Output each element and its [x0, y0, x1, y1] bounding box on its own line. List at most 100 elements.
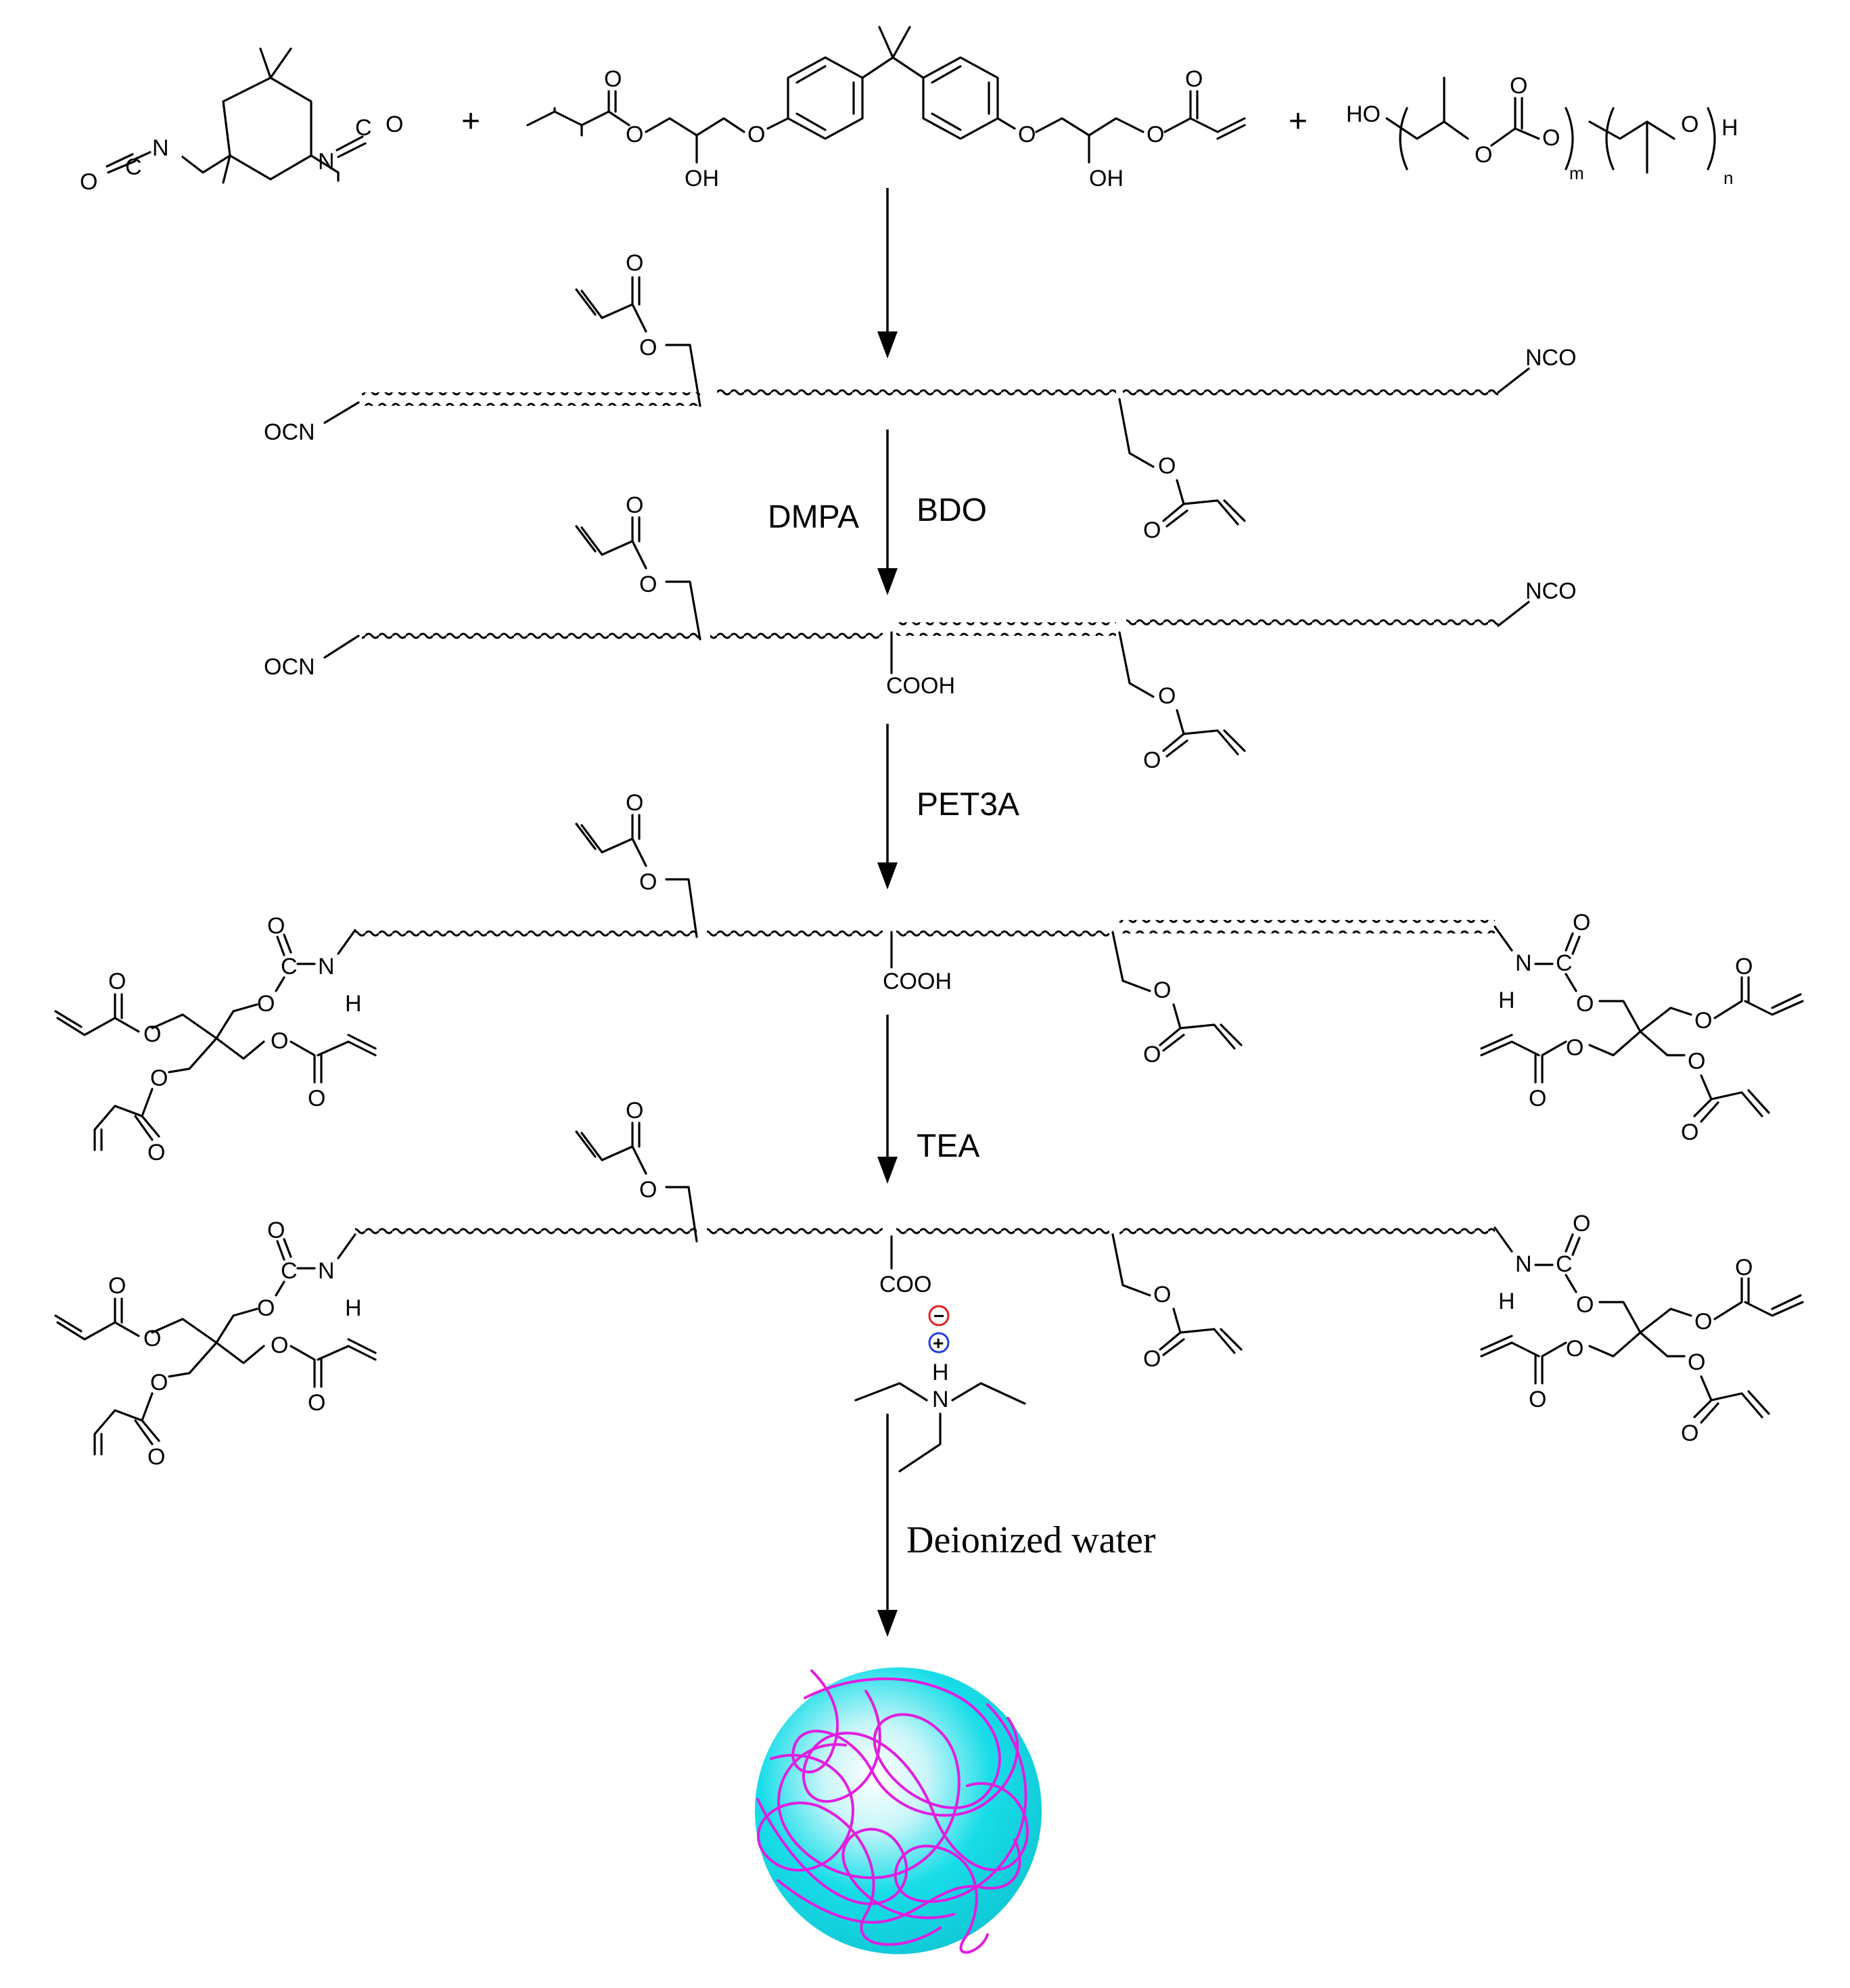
cation-charge-icon	[928, 1332, 950, 1354]
p4-right-o-b-carbonyl: O	[1681, 1420, 1698, 1446]
p4-right-n: N	[1515, 1251, 1532, 1277]
plus-sign-2: +	[1289, 103, 1308, 139]
tea-h: H	[932, 1360, 949, 1385]
p3-left-o-c-carbonyl: O	[308, 1086, 325, 1111]
p2-o-ester-left: O	[639, 572, 657, 597]
p4-right-o-a-carbonyl: O	[1735, 1255, 1753, 1280]
p4-o-ester-right: O	[1153, 1282, 1171, 1308]
ipdi-c2: C	[355, 115, 372, 141]
ea-o-ether-right: O	[1018, 122, 1036, 147]
prepolymer-1: OCN O O O O NCO	[264, 250, 1577, 543]
reagent-tea: TEA	[917, 1128, 979, 1164]
p2-o-carbonyl-right: O	[1143, 747, 1161, 773]
p4-right-o-b: O	[1688, 1349, 1705, 1375]
p4-right-h: H	[1498, 1289, 1515, 1314]
prepolymer-3: O O COOH O O N H C O O O O O O O O	[54, 790, 1804, 1165]
cation-charge-symbol: +	[933, 1333, 944, 1354]
reaction-arrows	[877, 188, 898, 1637]
reagent-dmpa: DMPA	[768, 499, 859, 535]
p3-o-carbonyl-left: O	[626, 790, 643, 816]
tea-n: N	[932, 1387, 949, 1412]
ea-o-ester-right: O	[1147, 122, 1164, 147]
reactant-polycarbonate-diol: HO O O O m O H n	[1346, 73, 1738, 188]
prepolymer-2: OCN O O COOH O O NCO	[264, 492, 1577, 773]
p4-left-o: O	[257, 1295, 275, 1321]
anion-charge-icon	[928, 1305, 950, 1326]
p3-o-ester-right: O	[1153, 977, 1171, 1003]
p4-left-o-carbonyl: O	[267, 1218, 285, 1243]
p3-left-o: O	[257, 991, 275, 1017]
p4-right-c: C	[1556, 1251, 1573, 1277]
pcd-o1: O	[1475, 142, 1492, 168]
pcd-subscript-n: n	[1724, 168, 1733, 188]
p3-right-h: H	[1498, 988, 1515, 1013]
p4-left-o-b: O	[150, 1370, 168, 1395]
prepolymer-4: O O COO − + H N O O N H C O O O O O	[54, 1098, 1804, 1473]
p1-o-ester-right: O	[1158, 453, 1176, 479]
ea-oh-left: OH	[685, 166, 719, 191]
p3-o-carbonyl-right: O	[1143, 1042, 1161, 1067]
ea-oh-right: OH	[1089, 166, 1124, 191]
particle-sphere	[755, 1667, 1042, 1954]
ipdi-o1: O	[80, 169, 97, 195]
p4-left-o-a: O	[143, 1326, 161, 1351]
p3-left-h: H	[345, 991, 362, 1017]
p2-o-carbonyl-left: O	[626, 492, 643, 518]
p3-right-n: N	[1515, 950, 1532, 976]
p4-right-o-c-carbonyl: O	[1529, 1387, 1546, 1412]
waterborne-particle	[755, 1667, 1042, 1954]
p4-left-n: N	[318, 1258, 335, 1284]
p3-right-o-a-carbonyl: O	[1735, 954, 1753, 979]
p4-right-o-carbonyl: O	[1573, 1211, 1590, 1236]
p4-left-c: C	[281, 1258, 298, 1284]
p3-right-o-a: O	[1694, 1008, 1712, 1034]
ipdi-c1: C	[125, 154, 142, 180]
pcd-o3: O	[1681, 112, 1698, 137]
p3-o-ester-left: O	[639, 869, 657, 895]
p4-left-h: H	[345, 1295, 362, 1321]
p3-left-n: N	[318, 954, 335, 979]
p3-right-o: O	[1576, 991, 1594, 1017]
p4-o-carbonyl-right: O	[1143, 1346, 1161, 1372]
ipdi-n2: N	[318, 149, 335, 175]
ipdi-n1: N	[152, 135, 169, 161]
p3-left-o-b-carbonyl: O	[147, 1140, 165, 1165]
p1-nco: NCO	[1525, 345, 1577, 371]
p3-left-o-b: O	[150, 1065, 168, 1091]
p2-nco: NCO	[1525, 578, 1577, 604]
polymer-chain-coils	[756, 1669, 1029, 1954]
p3-left-o-carbonyl: O	[267, 913, 285, 939]
reagent-bdo: BDO	[917, 492, 987, 528]
p3-cooh: COOH	[883, 969, 952, 994]
p3-left-c: C	[281, 954, 298, 979]
ipdi-o2: O	[386, 112, 403, 137]
pcd-o2: O	[1542, 125, 1560, 151]
pcd-o-carbonyl: O	[1510, 73, 1527, 99]
p3-right-c: C	[1556, 950, 1573, 976]
p3-right-o-c-carbonyl: O	[1529, 1086, 1546, 1111]
ea-o-carbonyl-left: O	[604, 66, 622, 92]
p4-left-o-b-carbonyl: O	[147, 1444, 165, 1470]
p4-right-o: O	[1576, 1292, 1594, 1318]
reagent-pet3a: PET3A	[917, 787, 1019, 823]
p4-right-o-c: O	[1566, 1336, 1583, 1362]
reactant-epoxy-acrylate: O O OH O O OH O O	[526, 26, 1246, 191]
p4-o-carbonyl-left: O	[626, 1098, 643, 1124]
p3-right-o-b-carbonyl: O	[1681, 1119, 1698, 1145]
ea-o-ester-left: O	[626, 122, 643, 147]
p4-left-o-c-carbonyl: O	[308, 1390, 325, 1416]
p2-o-ester-right: O	[1158, 683, 1176, 709]
p2-cooh: COOH	[886, 673, 955, 699]
anion-charge-symbol: −	[933, 1305, 944, 1326]
p1-o-carbonyl-left: O	[626, 250, 643, 276]
p3-left-o-a-carbonyl: O	[108, 969, 126, 994]
pcd-ho: HO	[1346, 101, 1381, 127]
ea-o-carbonyl-right: O	[1185, 66, 1203, 92]
p3-left-o-c: O	[271, 1028, 288, 1054]
p2-ocn: OCN	[264, 654, 315, 680]
p4-right-o-a: O	[1694, 1309, 1712, 1335]
pcd-h: H	[1721, 115, 1738, 141]
p4-left-o-c: O	[271, 1333, 288, 1358]
plus-sign-1: +	[461, 103, 480, 139]
